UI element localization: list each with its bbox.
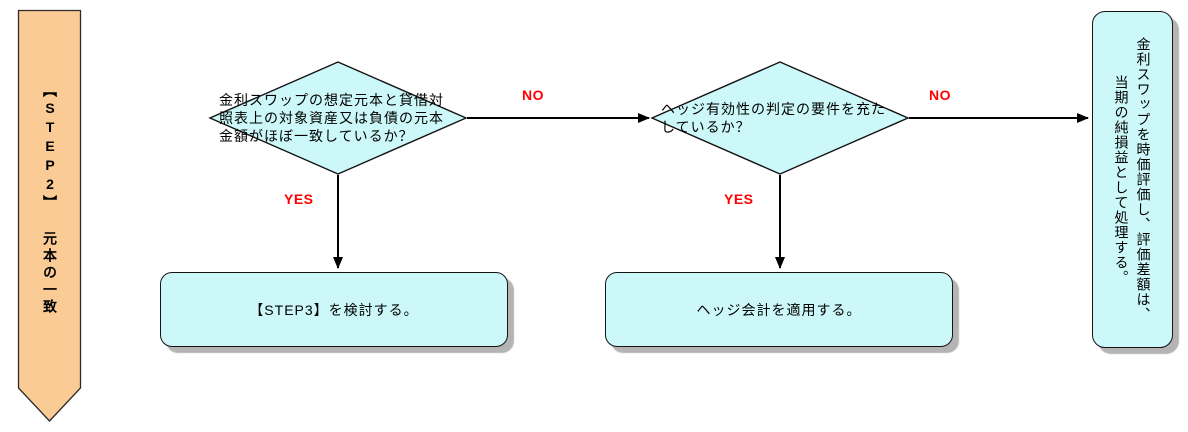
terminal-text-line-1: 金利スワップを時価評価し、評価差額は、 xyxy=(1135,37,1152,322)
edge-label-yes-2: YES xyxy=(724,191,754,207)
edge-label-no-2: NO xyxy=(929,87,951,103)
step-banner-shape xyxy=(17,9,82,422)
result-1-label: 【STEP3】を検討する。 xyxy=(249,301,419,318)
terminal-text-line-2: 当期の純損益として処理する。 xyxy=(1113,74,1130,285)
edge-label-yes-1: YES xyxy=(284,191,314,207)
result-2-box: ヘッジ会計を適用する。 xyxy=(605,272,953,347)
decision-2-diamond xyxy=(650,61,910,175)
result-1-box: 【STEP3】を検討する。 xyxy=(160,272,508,347)
edge-label-no-1: NO xyxy=(522,87,544,103)
step-banner-label: 【STEP2】 元本の一致 xyxy=(42,82,58,316)
terminal-box: 金利スワップを時価評価し、評価差額は、 当期の純損益として処理する。 xyxy=(1092,11,1173,348)
result-2-label: ヘッジ会計を適用する。 xyxy=(696,301,862,318)
terminal-text: 金利スワップを時価評価し、評価差額は、 当期の純損益として処理する。 xyxy=(1111,20,1155,339)
decision-1-diamond xyxy=(208,61,468,175)
